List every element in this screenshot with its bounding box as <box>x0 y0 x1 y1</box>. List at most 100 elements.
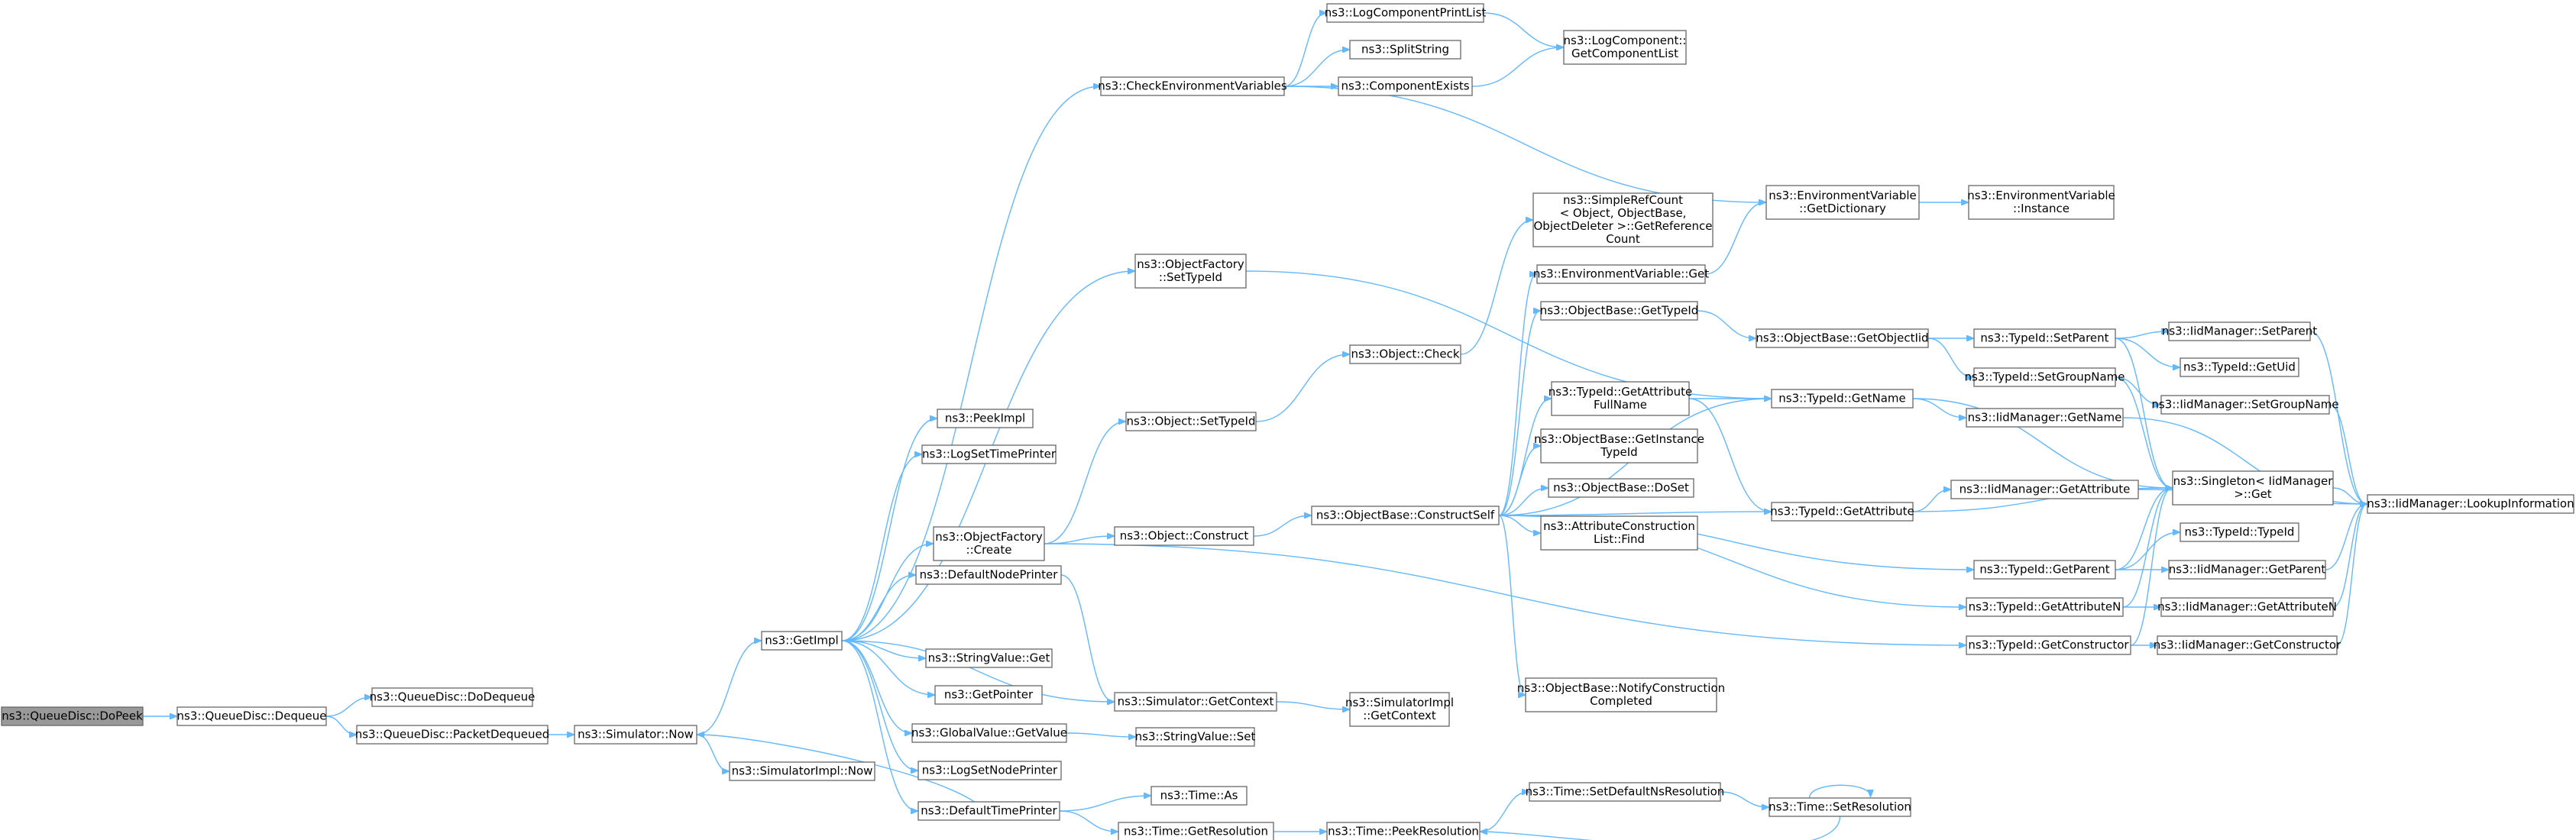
graph-node-tidsetparent[interactable]: ns3::TypeId::SetParent <box>1973 328 2116 348</box>
graph-node-pktdeq[interactable]: ns3::QueueDisc::PacketDequeued <box>355 725 550 745</box>
graph-node-simimplnow[interactable]: ns3::SimulatorImpl::Now <box>729 761 875 781</box>
graph-node-timesetdefns[interactable]: ns3::Time::SetDefaultNsResolution <box>1526 782 1725 802</box>
graph-node-timesetres[interactable]: ns3::Time::SetResolution <box>1769 797 1911 817</box>
graph-node-logcompget[interactable]: ns3::LogComponent::GetComponentList <box>1563 30 1687 65</box>
edge-getimpl-to-logsetnode <box>841 640 917 771</box>
graph-node-simnow[interactable]: ns3::Simulator::Now <box>574 725 697 745</box>
node-label: ns3::ObjectBase::GetObjectIid <box>1756 331 1928 345</box>
edge-getimpl-to-ofcreate <box>841 544 933 641</box>
graph-node-ofcreate[interactable]: ns3::ObjectFactory::Create <box>933 526 1045 561</box>
graph-node-timeas[interactable]: ns3::Time::As <box>1150 786 1248 806</box>
graph-node-objsettypeid[interactable]: ns3::Object::SetTypeId <box>1125 412 1257 431</box>
node-label: ns3::DefaultNodePrinter <box>920 568 1059 582</box>
edge-deftimeprinter-to-timeas <box>1059 796 1150 812</box>
graph-node-dequeue[interactable]: ns3::QueueDisc::Dequeue <box>176 706 327 726</box>
graph-node-peekimpl[interactable]: ns3::PeekImpl <box>937 409 1034 428</box>
graph-node-dodequeue[interactable]: ns3::QueueDisc::DoDequeue <box>370 687 536 707</box>
graph-node-tidgetparent[interactable]: ns3::TypeId::GetParent <box>1973 560 2116 580</box>
graph-node-iidsetgroup[interactable]: ns3::IidManager::SetGroupName <box>2151 395 2339 415</box>
graph-node-tidtypeid[interactable]: ns3::TypeId::TypeId <box>2180 522 2299 542</box>
graph-node-objconstruct[interactable]: ns3::Object::Construct <box>1114 526 1254 546</box>
graph-node-getpointer[interactable]: ns3::GetPointer <box>934 685 1043 705</box>
graph-node-envvarget[interactable]: ns3::EnvironmentVariable::Get <box>1533 264 1709 284</box>
graph-node-tidgetattr[interactable]: ns3::TypeId::GetAttribute <box>1770 502 1914 522</box>
graph-node-simgetctx[interactable]: ns3::Simulator::GetContext <box>1114 692 1277 712</box>
graph-node-obgetobjtid[interactable]: ns3::ObjectBase::GetObjectIid <box>1756 328 1929 348</box>
node-label: ns3::QueueDisc::PacketDequeued <box>355 728 550 741</box>
node-label: ns3::LogSetNodePrinter <box>922 764 1058 777</box>
graph-node-getimpl[interactable]: ns3::GetImpl <box>761 631 843 651</box>
edge-dequeue-to-pktdeq <box>325 716 356 735</box>
graph-node-tidgetuid[interactable]: ns3::TypeId::GetUid <box>2180 357 2299 377</box>
edge-singletonget-to-iidlookup <box>2332 487 2367 504</box>
graph-node-envgetdict[interactable]: ns3::EnvironmentVariable::GetDictionary <box>1765 185 1920 220</box>
graph-node-iidgetparent[interactable]: ns3::IidManager::GetParent <box>2168 560 2326 580</box>
node-box <box>2367 494 2574 514</box>
graph-node-deftimeprinter[interactable]: ns3::DefaultTimePrinter <box>917 801 1060 821</box>
node-label: ns3::IidManager::SetGroupName <box>2151 398 2338 412</box>
graph-node-ofsettypeid[interactable]: ns3::ObjectFactory::SetTypeId <box>1134 254 1247 289</box>
node-box <box>917 801 1060 821</box>
graph-node-timepeekres[interactable]: ns3::Time::PeekResolution <box>1326 822 1481 840</box>
edge-checkenv-to-splitstring <box>1283 50 1349 87</box>
graph-node-iidsetparent[interactable]: ns3::IidManager::SetParent <box>2162 321 2317 341</box>
graph-node-singletonget[interactable]: ns3::Singleton< IidManager>::Get <box>2172 470 2334 506</box>
graph-node-simplerefcount[interactable]: ns3::SimpleRefCount< Object, ObjectBase,… <box>1532 192 1714 247</box>
node-box <box>1973 560 2116 580</box>
node-label: List::Find <box>1594 532 1645 546</box>
node-label: < Object, ObjectBase, <box>1560 206 1687 220</box>
edge-ofcreate-to-tidgetcons <box>1044 543 1966 645</box>
node-box <box>1326 3 1484 23</box>
graph-node-logcompprint[interactable]: ns3::LogComponentPrintList <box>1325 3 1487 23</box>
graph-node-envinstance[interactable]: ns3::EnvironmentVariable::Instance <box>1967 185 2115 220</box>
graph-node-simimplgetctx[interactable]: ns3::SimulatorImpl::GetContext <box>1345 692 1454 727</box>
node-label: ns3::TypeId::SetParent <box>1980 331 2108 345</box>
graph-node-iidgetattr[interactable]: ns3::IidManager::GetAttribute <box>1950 480 2139 499</box>
node-label: Completed <box>1590 694 1652 708</box>
edge-timesetres-to-timesetres <box>1808 784 1871 799</box>
graph-node-obdoset[interactable]: ns3::ObjectBase::DoSet <box>1548 478 1694 498</box>
node-box <box>1771 389 1914 409</box>
graph-node-iidgetname[interactable]: ns3::IidManager::GetName <box>1966 408 2124 428</box>
node-box <box>1338 76 1473 96</box>
edge-obgettypeid-to-obgetobjtid <box>1697 310 1756 338</box>
edge-gvgetvalue-to-strvalset <box>1066 732 1135 737</box>
graph-node-obgettypeid[interactable]: ns3::ObjectBase::GetTypeId <box>1540 301 1699 321</box>
graph-node-tidgetcons[interactable]: ns3::TypeId::GetConstructor <box>1966 635 2131 655</box>
node-box <box>1114 692 1277 712</box>
graph-node-tidgetattrn[interactable]: ns3::TypeId::GetAttributeN <box>1966 597 2124 617</box>
graph-node-timegetres[interactable]: ns3::Time::GetResolution <box>1118 822 1274 840</box>
node-label: ns3::IidManager::GetParent <box>2169 563 2326 577</box>
graph-node-iidlookup[interactable]: ns3::IidManager::LookupInformation <box>2367 494 2574 514</box>
graph-node-compexists[interactable]: ns3::ComponentExists <box>1338 76 1473 96</box>
edge-tidgetparent-to-singletonget <box>2115 488 2172 570</box>
node-label: ns3::TypeId::GetUid <box>2183 360 2296 374</box>
graph-node-strvalget[interactable]: ns3::StringValue::Get <box>925 648 1053 668</box>
graph-node-tidsetgroup[interactable]: ns3::TypeId::SetGroupName <box>1964 367 2125 387</box>
graph-node-splitstring[interactable]: ns3::SplitString <box>1349 40 1461 60</box>
graph-node-obconstructself[interactable]: ns3::ObjectBase::ConstructSelf <box>1311 506 1500 525</box>
graph-node-logsetnode[interactable]: ns3::LogSetNodePrinter <box>917 761 1062 780</box>
graph-node-defnodeprinter[interactable]: ns3::DefaultNodePrinter <box>915 565 1062 585</box>
edge-ofsettypeid-to-tidgetname <box>1245 270 1771 399</box>
edge-getimpl-to-defnodeprinter <box>841 575 915 641</box>
node-label: Count <box>1606 232 1640 246</box>
graph-node-iidgetattrn[interactable]: ns3::IidManager::GetAttributeN <box>2157 597 2337 617</box>
graph-node-gvgetvalue[interactable]: ns3::GlobalValue::GetValue <box>911 723 1067 743</box>
node-box <box>1966 597 2124 617</box>
graph-node-tidgetname[interactable]: ns3::TypeId::GetName <box>1771 389 1914 409</box>
node-label: ns3::TypeId::GetParent <box>1979 563 2109 577</box>
graph-node-logsettime[interactable]: ns3::LogSetTimePrinter <box>921 444 1057 464</box>
node-box <box>1100 76 1285 96</box>
graph-node-checkenv[interactable]: ns3::CheckEnvironmentVariables <box>1098 76 1287 96</box>
node-label: ns3::TypeId::GetAttributeN <box>1969 600 2121 614</box>
graph-node-obnotify[interactable]: ns3::ObjectBase::NotifyConstructionCompl… <box>1517 677 1725 712</box>
graph-node-strvalset[interactable]: ns3::StringValue::Set <box>1135 727 1256 747</box>
node-box <box>2157 635 2338 655</box>
graph-node-objcheck[interactable]: ns3::Object::Check <box>1349 344 1461 364</box>
edge-iidgetattrn-to-iidlookup <box>2332 504 2367 608</box>
graph-node-iidgetcons[interactable]: ns3::IidManager::GetConstructor <box>2154 635 2341 655</box>
